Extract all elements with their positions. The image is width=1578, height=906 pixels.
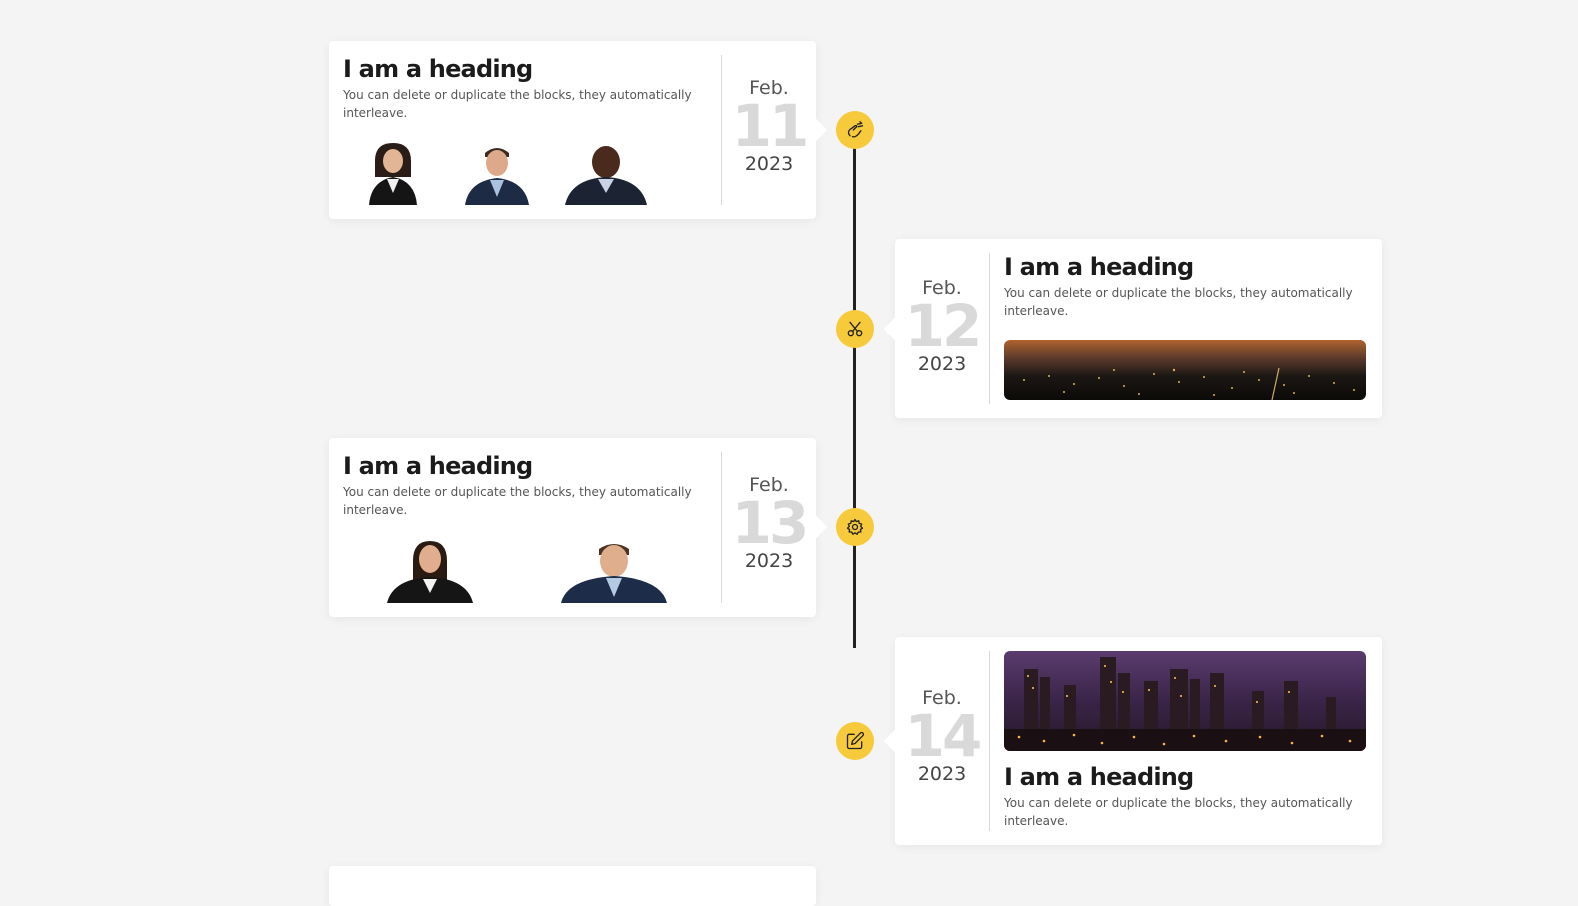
date-day: 11 bbox=[731, 92, 810, 160]
card-heading: I am a heading bbox=[343, 452, 533, 480]
timeline-line bbox=[853, 128, 856, 648]
card-content: I am a heading You can delete or duplica… bbox=[343, 55, 703, 205]
date-day: 12 bbox=[904, 292, 983, 360]
date-block: Feb. 12 2023 bbox=[895, 253, 990, 404]
card-content: I am a heading You can delete or duplica… bbox=[1004, 253, 1366, 404]
date-month: Feb. bbox=[749, 474, 789, 496]
date-year: 2023 bbox=[917, 353, 967, 375]
card-description: You can delete or duplicate the blocks, … bbox=[1004, 796, 1353, 828]
date-month: Feb. bbox=[922, 687, 962, 709]
card-heading: I am a heading bbox=[343, 55, 533, 83]
date-year: 2023 bbox=[917, 763, 967, 785]
gear-icon bbox=[836, 508, 874, 546]
card-heading: I am a heading bbox=[1004, 763, 1194, 791]
date-day: 14 bbox=[904, 702, 983, 770]
date-month: Feb. bbox=[749, 77, 789, 99]
card-description: You can delete or duplicate the blocks, … bbox=[343, 485, 692, 517]
handshake-icon bbox=[836, 111, 874, 149]
card-heading: I am a heading bbox=[1004, 253, 1194, 281]
timeline-card-5 bbox=[329, 866, 816, 906]
edit-icon bbox=[836, 722, 874, 760]
timeline-card-4: Feb. 14 2023 bbox=[883, 637, 1382, 845]
timeline-card-3: I am a heading You can delete or duplica… bbox=[329, 438, 828, 617]
card-description: You can delete or duplicate the blocks, … bbox=[1004, 286, 1353, 318]
card-content: I am a heading You can delete or duplica… bbox=[1004, 651, 1366, 831]
scissors-icon bbox=[836, 310, 874, 348]
date-block: Feb. 13 2023 bbox=[721, 452, 816, 603]
card-description: You can delete or duplicate the blocks, … bbox=[343, 88, 692, 120]
date-block: Feb. 11 2023 bbox=[721, 55, 816, 205]
team-photos bbox=[343, 143, 703, 205]
city-skyline-image bbox=[1004, 340, 1366, 400]
date-year: 2023 bbox=[744, 550, 794, 572]
date-year: 2023 bbox=[744, 153, 794, 175]
person-photo bbox=[369, 143, 417, 205]
person-photo bbox=[465, 148, 529, 205]
date-block: Feb. 14 2023 bbox=[895, 651, 990, 831]
date-month: Feb. bbox=[922, 277, 962, 299]
person-photo bbox=[565, 146, 647, 205]
person-photo bbox=[561, 544, 667, 603]
timeline-card-1: I am a heading You can delete or duplica… bbox=[329, 41, 828, 219]
date-day: 13 bbox=[731, 489, 810, 557]
city-skyline-image bbox=[1004, 651, 1366, 751]
person-photo bbox=[387, 541, 473, 603]
timeline-card-2: Feb. 12 2023 I am a heading You can dele… bbox=[883, 239, 1382, 418]
card-content: I am a heading You can delete or duplica… bbox=[343, 452, 703, 603]
team-photos bbox=[343, 541, 703, 603]
